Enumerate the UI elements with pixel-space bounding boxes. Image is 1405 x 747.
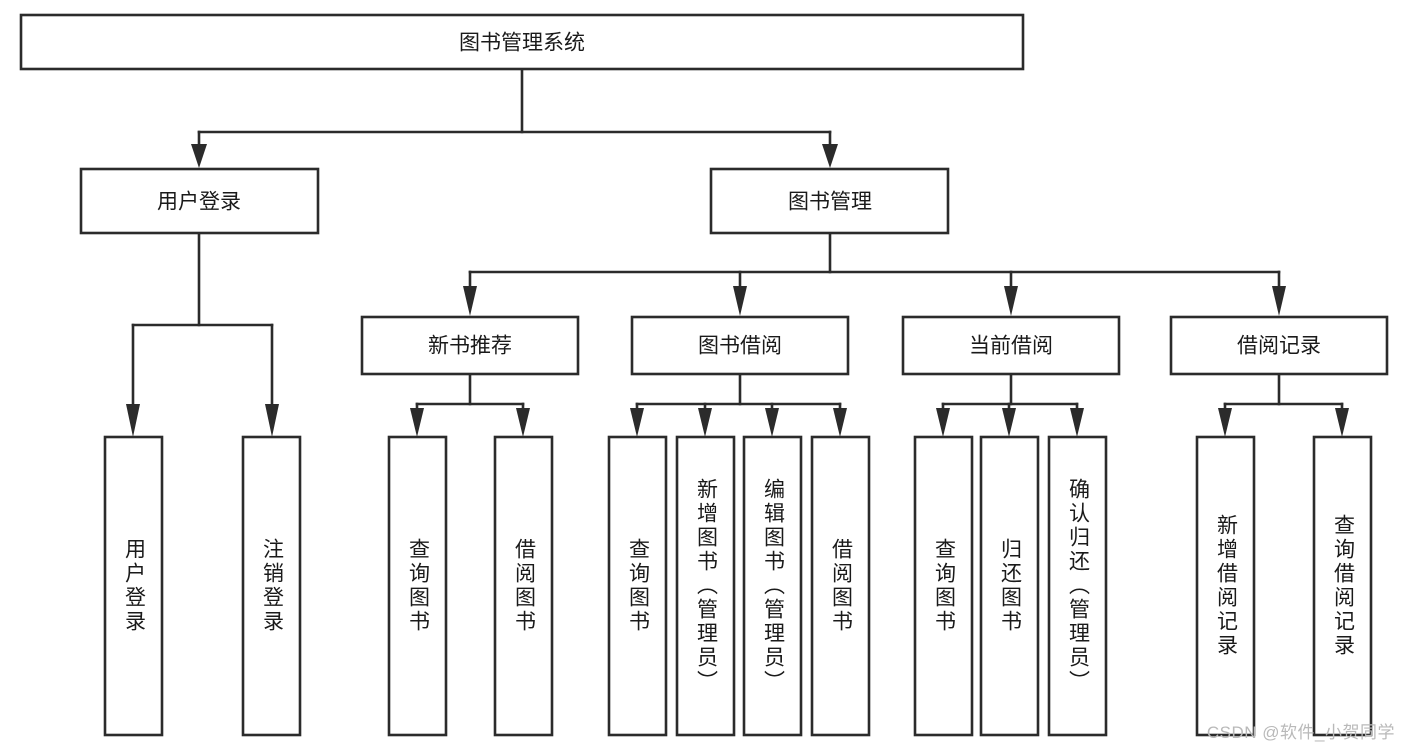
arrowhead-borrow-record [1272, 286, 1286, 316]
node-book-management-label: 图书管理 [788, 191, 872, 214]
node-book-borrow-label: 图书借阅 [698, 335, 782, 358]
arrowhead-leaf-query-book-2 [630, 408, 644, 437]
arrowhead-leaf-query-record [1335, 408, 1349, 437]
node-user-login-label: 用户登录 [157, 191, 241, 214]
node-leaf-confirm-return-box[interactable] [1047, 435, 1108, 737]
node-new-book-recommend-label: 新书推荐 [428, 335, 512, 358]
node-user-login-box[interactable] [79, 167, 320, 235]
arrowhead-book-management [822, 144, 838, 168]
connector-group-book-management [463, 231, 1286, 316]
node-root-label: 图书管理系统 [459, 32, 585, 55]
node-leaf-add-book-label: 新增图书（管理员） [695, 478, 719, 694]
connector-group-borrow-record [1218, 372, 1349, 437]
node-leaf-edit-book[interactable]: 编辑图书（管理员） [742, 435, 803, 737]
arrowhead-leaf-return-book [1002, 408, 1016, 437]
node-leaf-user-login[interactable]: 用户登录 [103, 435, 164, 737]
arrowhead-leaf-borrow-book-2 [833, 408, 847, 437]
node-current-borrow-box[interactable] [901, 315, 1121, 376]
arrowhead-leaf-borrow-book-1 [516, 408, 530, 437]
node-leaf-query-book-2[interactable]: 查询图书 [607, 435, 668, 737]
node-borrow-record[interactable]: 借阅记录 [1169, 315, 1389, 376]
node-leaf-return-book[interactable]: 归还图书 [979, 435, 1040, 737]
node-leaf-borrow-book-1[interactable]: 借阅图书 [493, 435, 554, 737]
node-user-login[interactable]: 用户登录 [79, 167, 320, 235]
connector-group-user-login [126, 231, 279, 437]
node-leaf-query-book-1-label: 查询图书 [407, 538, 431, 634]
node-leaf-query-record-box[interactable] [1312, 435, 1373, 737]
node-leaf-borrow-book-2[interactable]: 借阅图书 [810, 435, 871, 737]
node-leaf-query-book-3-box[interactable] [913, 435, 974, 737]
node-book-borrow-box[interactable] [630, 315, 850, 376]
node-leaf-user-login-label: 用户登录 [123, 538, 147, 634]
arrowhead-leaf-query-book-3 [936, 408, 950, 437]
node-leaf-confirm-return-label: 确认归还（管理员） [1067, 478, 1091, 694]
arrowhead-new-book-recommend [463, 286, 477, 316]
node-leaf-borrow-book-2-box[interactable] [810, 435, 871, 737]
node-leaf-query-record-label: 查询借阅记录 [1332, 514, 1356, 658]
arrowhead-current-borrow [1004, 286, 1018, 316]
node-leaf-borrow-book-2-label: 借阅图书 [830, 538, 854, 634]
node-leaf-return-book-box[interactable] [979, 435, 1040, 737]
node-new-book-recommend[interactable]: 新书推荐 [360, 315, 580, 376]
node-leaf-query-book-1[interactable]: 查询图书 [387, 435, 448, 737]
node-book-management-box[interactable] [709, 167, 950, 235]
node-leaf-query-record[interactable]: 查询借阅记录 [1312, 435, 1373, 737]
csdn-watermark: CSDN @软件_小贺同学 [1206, 723, 1395, 742]
node-leaf-query-book-2-box[interactable] [607, 435, 668, 737]
connector-group-new-book-recommend [410, 372, 530, 437]
node-leaf-query-book-1-box[interactable] [387, 435, 448, 737]
node-leaf-user-logout-label: 注销登录 [261, 538, 285, 634]
node-root[interactable]: 图书管理系统 [19, 13, 1025, 71]
node-leaf-add-book[interactable]: 新增图书（管理员） [675, 435, 736, 737]
node-book-borrow[interactable]: 图书借阅 [630, 315, 850, 376]
node-leaf-user-login-box[interactable] [103, 435, 164, 737]
node-current-borrow[interactable]: 当前借阅 [901, 315, 1121, 376]
node-leaf-borrow-book-1-label: 借阅图书 [513, 538, 537, 634]
arrowhead-leaf-edit-book [765, 408, 779, 437]
arrowhead-leaf-user-login [126, 404, 140, 437]
arrowhead-leaf-query-book-1 [410, 408, 424, 437]
node-leaf-edit-book-label: 编辑图书（管理员） [762, 478, 786, 694]
node-root-box[interactable] [19, 13, 1025, 71]
node-borrow-record-box[interactable] [1169, 315, 1389, 376]
arrowhead-leaf-add-record [1218, 408, 1232, 437]
node-book-management[interactable]: 图书管理 [709, 167, 950, 235]
arrowhead-leaf-confirm-return [1070, 408, 1084, 437]
node-borrow-record-label: 借阅记录 [1237, 335, 1321, 358]
node-leaf-user-logout-box[interactable] [241, 435, 302, 737]
node-leaf-borrow-book-1-box[interactable] [493, 435, 554, 737]
node-leaf-query-book-3[interactable]: 查询图书 [913, 435, 974, 737]
node-leaf-query-book-2-label: 查询图书 [627, 538, 651, 634]
arrowhead-leaf-user-logout [265, 404, 279, 437]
connector-group-book-borrow [630, 372, 847, 437]
node-leaf-add-book-box[interactable] [675, 435, 736, 737]
connector-group-root [191, 67, 838, 168]
node-leaf-user-logout[interactable]: 注销登录 [241, 435, 302, 737]
connector-group-current-borrow [936, 372, 1084, 437]
node-new-book-recommend-box[interactable] [360, 315, 580, 376]
node-leaf-query-book-3-label: 查询图书 [933, 538, 957, 634]
arrowhead-leaf-add-book [698, 408, 712, 437]
node-current-borrow-label: 当前借阅 [969, 335, 1053, 358]
arrowhead-user-login [191, 144, 207, 168]
node-leaf-confirm-return[interactable]: 确认归还（管理员） [1047, 435, 1108, 737]
node-leaf-add-record-box[interactable] [1195, 435, 1256, 737]
arrowhead-book-borrow [733, 286, 747, 316]
node-leaf-edit-book-box[interactable] [742, 435, 803, 737]
node-leaf-return-book-label: 归还图书 [999, 538, 1023, 634]
node-leaf-add-record[interactable]: 新增借阅记录 [1195, 435, 1256, 737]
node-leaf-add-record-label: 新增借阅记录 [1215, 514, 1239, 658]
